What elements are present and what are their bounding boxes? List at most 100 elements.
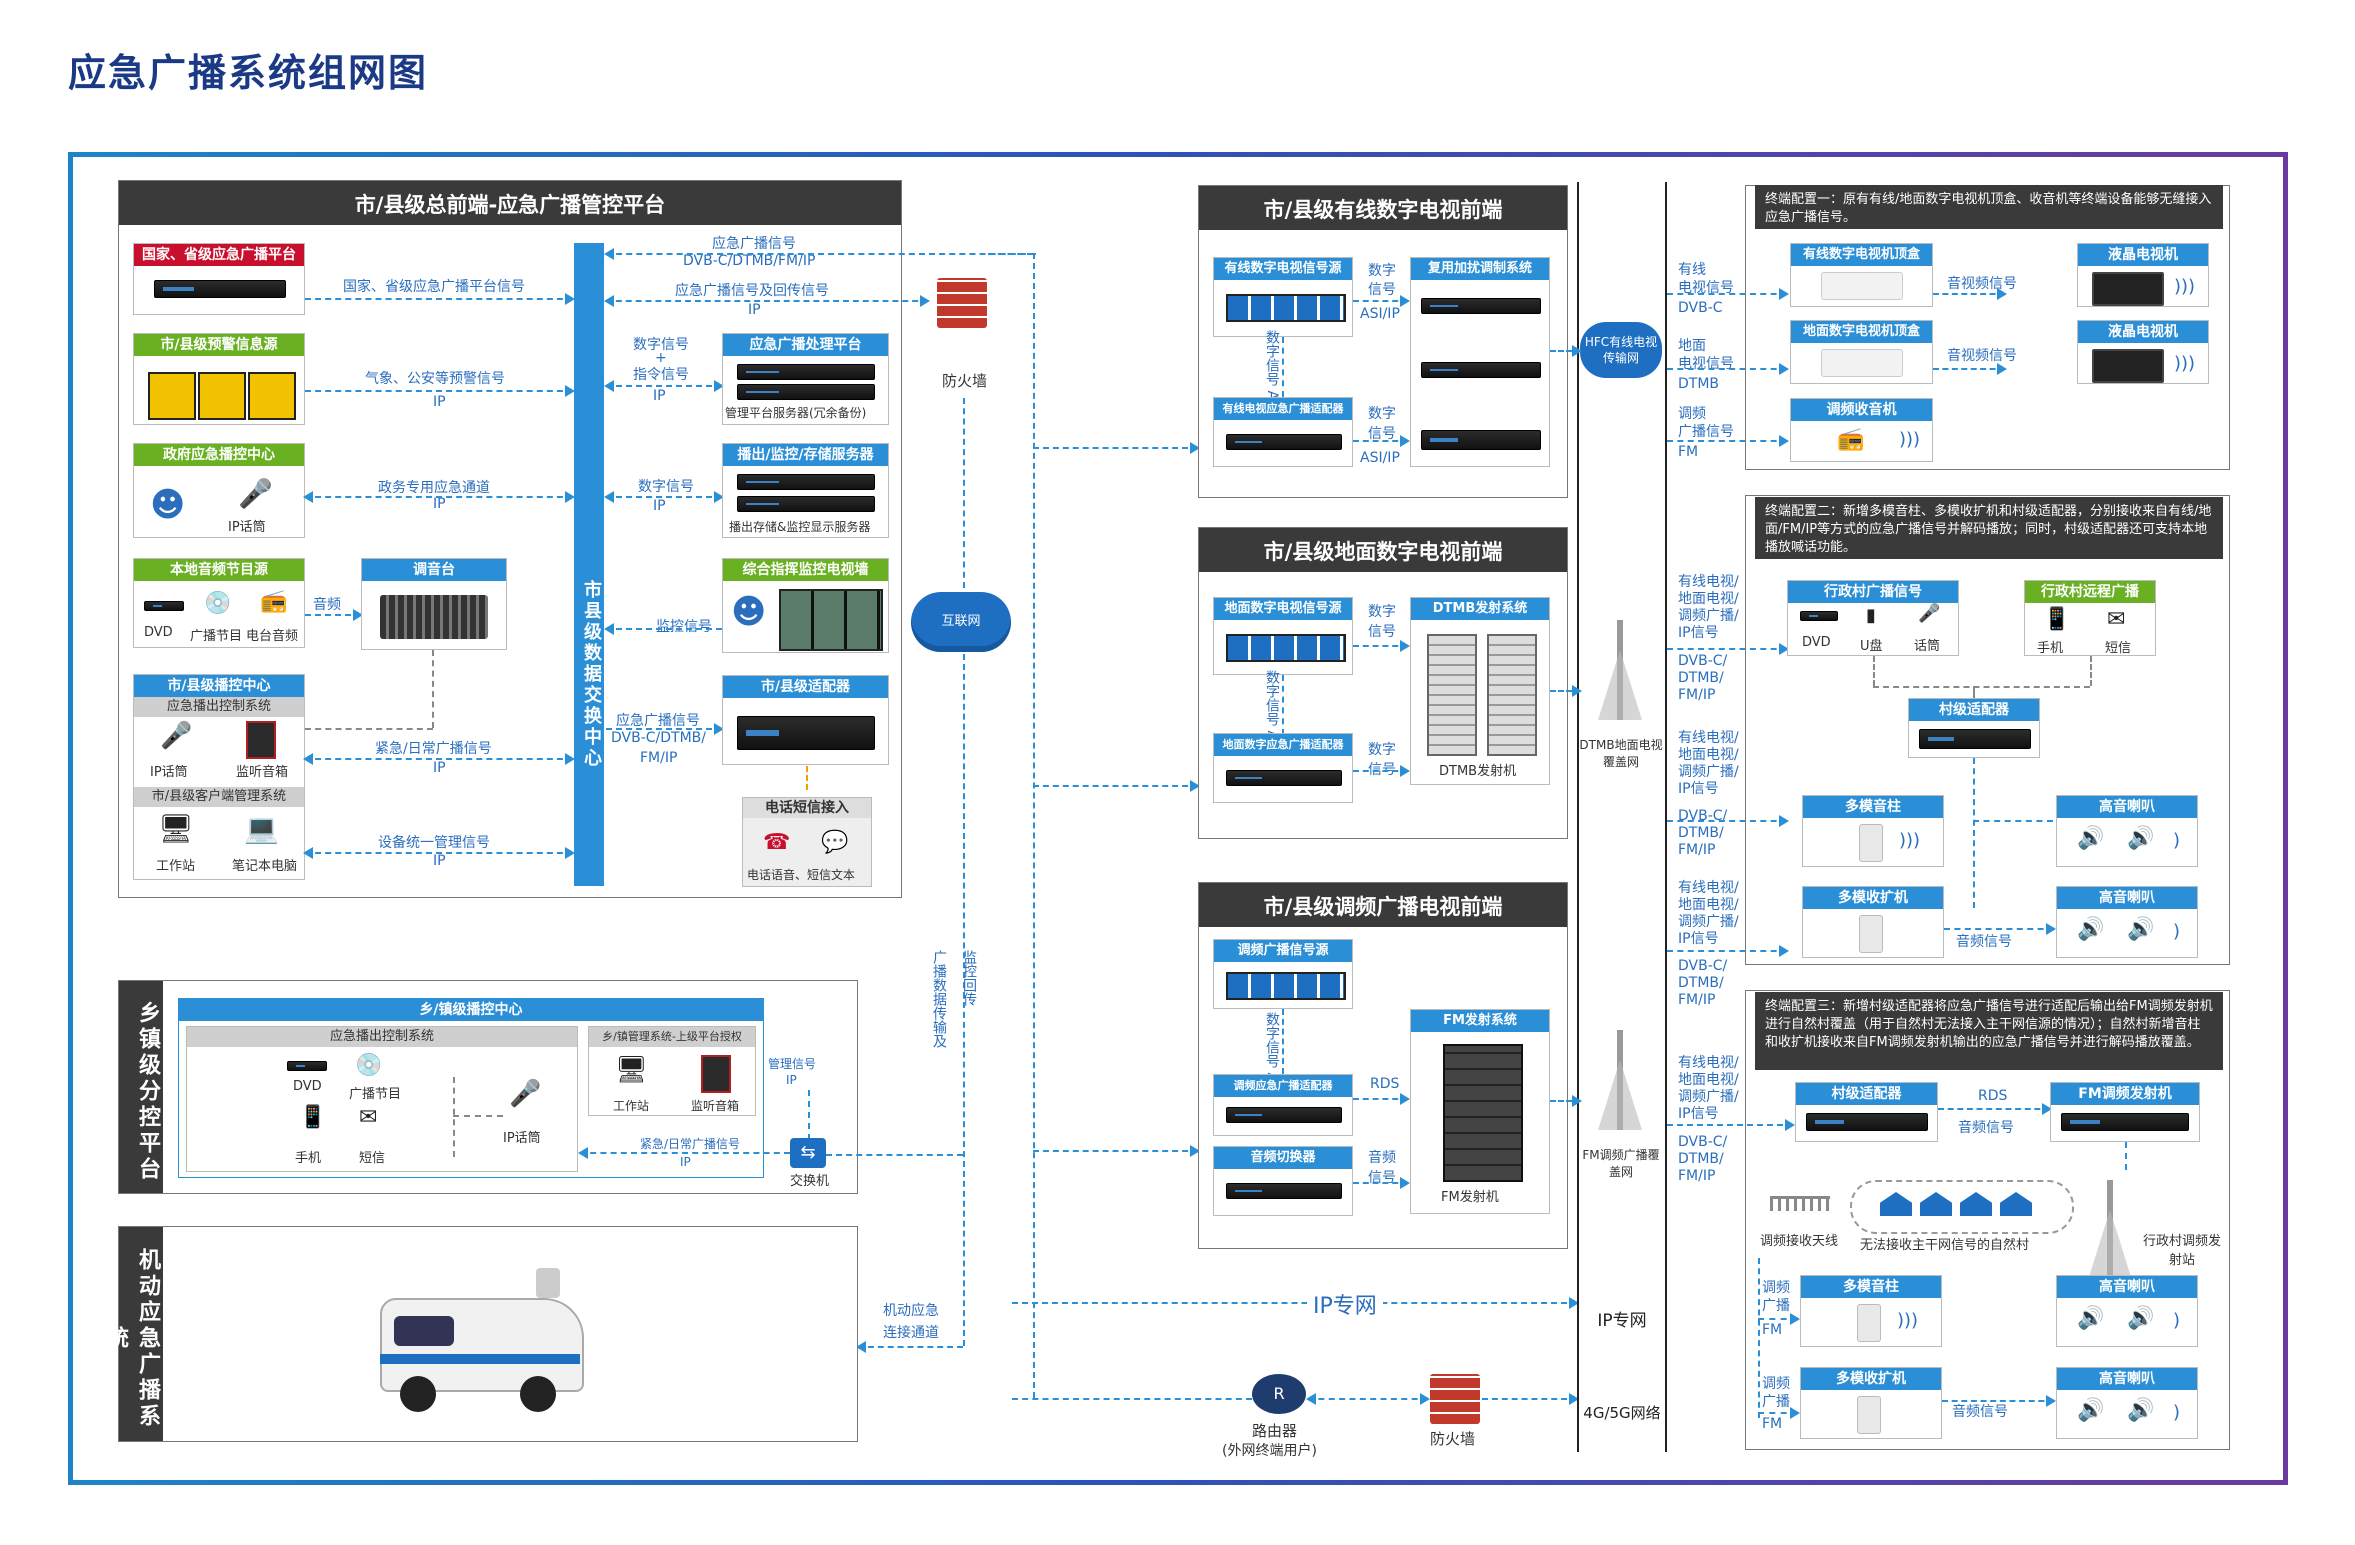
gov-box: 政府应急播控中心 ☻ 🎤 IP话筒 [133, 443, 305, 538]
horn-icon: 🔊 [2077, 917, 2105, 942]
adapter-device-icon [1919, 729, 2031, 749]
store-caption: 播出存储&监控显示服务器 [729, 520, 871, 534]
t-ws-label: 工作站 [613, 1099, 650, 1113]
cable-sig2: 信号 [1368, 282, 1396, 298]
firewall-icon [937, 278, 987, 328]
t3-fmt-b: DTMB/ [1678, 1151, 1724, 1167]
warning-link [305, 385, 575, 397]
hfc-label: HFC有线电视传输网 [1584, 335, 1658, 365]
cell-label: 4G/5G网络 [1583, 1404, 1661, 1422]
t3-column-box: 多模音柱 ))) [1800, 1275, 1942, 1347]
t-bc-sig: 紧急/日常广播信号 [640, 1137, 741, 1151]
warning-sign-icon [248, 372, 296, 420]
t2c-in-c: 调频广播/ [1678, 914, 1739, 930]
terr-adapter-link [1353, 765, 1410, 777]
t2-in-a: 有线电视/ [1678, 574, 1739, 590]
sig-top3: 应急广播信号及回传信号 [675, 283, 829, 299]
terminal1-note: 终端配置一：原有有线/地面数字电视机顶盒、收音机等终端设备能够无缝接入应急广播信… [1755, 185, 2223, 229]
cable-sig4: 信号 [1368, 426, 1396, 442]
t3-amp-link [1758, 1407, 1800, 1419]
horn-icon: 🔊 [2077, 1306, 2105, 1331]
local-audio-header: 本地音频节目源 [134, 559, 304, 581]
horn-icon: 🔊 [2127, 826, 2155, 851]
fm-tower-icon [1590, 1020, 1650, 1130]
warning-ip-label: IP [433, 394, 446, 410]
national-header: 国家、省级应急广播平台 [134, 244, 304, 266]
t3-rds: RDS [1978, 1088, 2008, 1104]
national-box: 国家、省级应急广播平台 [133, 243, 305, 315]
township-ctrl-header: 应急播出控制系统 [187, 1027, 577, 1047]
t3-fm-a2: 调频 [1762, 1376, 1790, 1392]
waves-icon: ) [2173, 830, 2181, 851]
bc-center-header: 市/县级播控中心 [134, 675, 304, 697]
video-wall-icon [779, 589, 883, 651]
t3-fmt-c: FM/IP [1678, 1168, 1716, 1184]
fm-tx-device-icon [2061, 1113, 2189, 1131]
cable-adapter-link [1353, 435, 1410, 447]
speaker-icon [246, 721, 276, 759]
t2c-in-a: 有线电视/ [1678, 880, 1739, 896]
mobile-link [856, 1341, 963, 1353]
horn-icon: 🔊 [2127, 917, 2155, 942]
video-icon [1226, 294, 1346, 322]
national-link [305, 293, 575, 305]
program-icon: 💿 [204, 591, 232, 616]
lcd1-box: 液晶电视机 ))) [2077, 243, 2209, 307]
t3-tx-down [2125, 1142, 2127, 1170]
internet-label: 互联网 [941, 614, 981, 629]
store-ip-label: IP [653, 498, 666, 514]
plus-label: + [655, 350, 667, 366]
t1-in2c: DTMB [1678, 376, 1720, 392]
proc-header: 应急广播处理平台 [723, 334, 888, 356]
cable-sig3: 数字 [1368, 406, 1396, 422]
mic-icon: 🎤 [160, 721, 193, 751]
cable-src-link [1353, 295, 1410, 307]
adapter-sig-label: 应急广播信号 [616, 713, 700, 729]
local-audio-box: 本地音频节目源 💿 📻 DVD 广播节目 电台音频 [133, 558, 305, 648]
t2c-fmt-b: DTMB/ [1678, 975, 1724, 991]
t2b-fmt-c: FM/IP [1678, 842, 1716, 858]
dtmb-net-label: DTMB地面电视覆盖网 [1579, 738, 1663, 769]
tv-icon [2092, 272, 2164, 306]
bc-center-sub1: 应急播出控制系统 [134, 697, 304, 717]
cable-adapter-box: 有线电视应急广播适配器 [1213, 397, 1353, 467]
fm-audio1: 音频 [1368, 1150, 1396, 1166]
wall-box: 综合指挥监控电视墙 ☻ [722, 558, 889, 653]
van-window [394, 1316, 454, 1346]
fm-audio2: 信号 [1368, 1170, 1396, 1186]
t2-mic: 话筒 [1914, 639, 1941, 654]
internet-cloud-icon: 互联网 [911, 592, 1011, 652]
dvd-icon [144, 601, 184, 611]
t2b-in-c: 调频广播/ [1678, 764, 1739, 780]
cell-link [1482, 1393, 1579, 1405]
terr-src-header: 地面数字电视信号源 [1214, 598, 1352, 620]
gov-mic-label: IP话筒 [228, 520, 266, 535]
radio-label: 电台音频 [246, 629, 299, 644]
adapter-device-icon [1226, 1107, 1342, 1123]
to-terrestrial-link [1033, 780, 1200, 792]
adapter-device-icon [737, 716, 875, 750]
adapter-link [606, 723, 724, 735]
t2-in-d: IP信号 [1678, 625, 1719, 641]
fm-rds: RDS [1370, 1076, 1400, 1092]
fm-tx-header: FM调频发射机 [2051, 1083, 2199, 1105]
sms-icon: ✉ [359, 1105, 378, 1130]
village-src-header: 行政村广播信号 [1788, 581, 1958, 603]
t2c-in-b: 地面电视/ [1678, 897, 1739, 913]
operator-icon: ☻ [731, 592, 767, 632]
t3-horn1-header: 高音喇叭 [2057, 1276, 2197, 1298]
waves-icon: ))) [1897, 1310, 1919, 1331]
to-cable-link [1033, 442, 1200, 454]
mixer-link-h [305, 728, 433, 730]
fm-vert-link [1282, 1009, 1284, 1074]
t2-src-down [1873, 656, 1875, 686]
village-adapter-box: 村级适配器 [1908, 698, 2040, 758]
amp-icon [1859, 915, 1883, 953]
t-mgmt-link [808, 1090, 810, 1140]
proc-link [604, 380, 724, 392]
township-mgmt-box: 乡/镇管理系统-上级平台授权 🖥 工作站 监听音箱 [588, 1026, 756, 1116]
t3-fm-c1: FM [1762, 1322, 1783, 1338]
township-ctrl-box: 应急播出控制系统 DVD 💿 广播节目 📱 手机 ✉ 短信 🎤 IP话筒 [186, 1026, 578, 1172]
t3-horn2-header: 高音喇叭 [2057, 1368, 2197, 1390]
bc-ip-label: IP [433, 760, 446, 776]
